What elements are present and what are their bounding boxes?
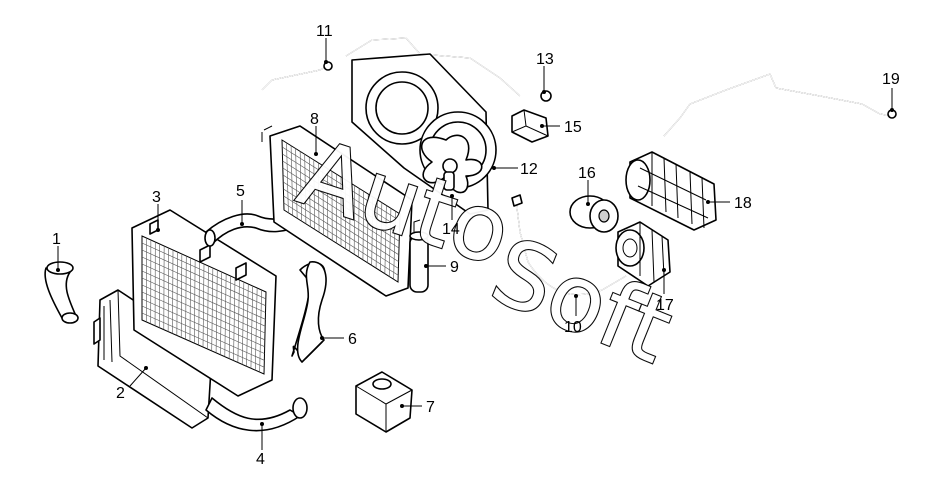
callout-leaders: [56, 38, 894, 450]
callout-19: 19: [882, 71, 900, 88]
callout-16: 16: [578, 165, 596, 182]
callout-7: 7: [426, 399, 435, 416]
callout-1: 1: [52, 231, 61, 248]
intercooler: [93, 289, 213, 429]
ac-pipe-10: [511, 194, 627, 296]
callout-12: 12: [520, 161, 538, 178]
callout-3: 3: [152, 189, 161, 206]
callout-4: 4: [256, 451, 265, 468]
callout-15: 15: [564, 119, 582, 136]
callout-5: 5: [236, 183, 245, 200]
callout-13: 13: [536, 51, 554, 68]
callout-10: 10: [564, 319, 582, 336]
compressor-clutch: [569, 195, 619, 233]
callout-9: 9: [450, 259, 459, 276]
cooling-fan: [421, 134, 483, 194]
hose-upper-left: [44, 261, 79, 324]
hose-lower: [205, 397, 308, 432]
compressor-18: [625, 151, 717, 231]
callout-14: 14: [442, 221, 460, 238]
callout-8: 8: [310, 111, 319, 128]
callout-6: 6: [348, 331, 357, 348]
callout-numbers: 1 2 3 4 5 6 7 8 9 10 11 12 13 14 15 16 1…: [52, 23, 900, 468]
compressor-17: [615, 221, 671, 287]
callout-2: 2: [116, 385, 125, 402]
callout-18: 18: [734, 195, 752, 212]
expansion-tank: [355, 371, 413, 433]
radiator: [131, 209, 277, 397]
callout-11: 11: [316, 23, 333, 40]
receiver-drier: [409, 219, 429, 293]
ac-pipe-19: [663, 73, 897, 137]
fan-motor: [511, 109, 549, 143]
callout-17: 17: [656, 297, 674, 314]
hose-middle: [291, 261, 327, 363]
condenser: [261, 125, 413, 297]
